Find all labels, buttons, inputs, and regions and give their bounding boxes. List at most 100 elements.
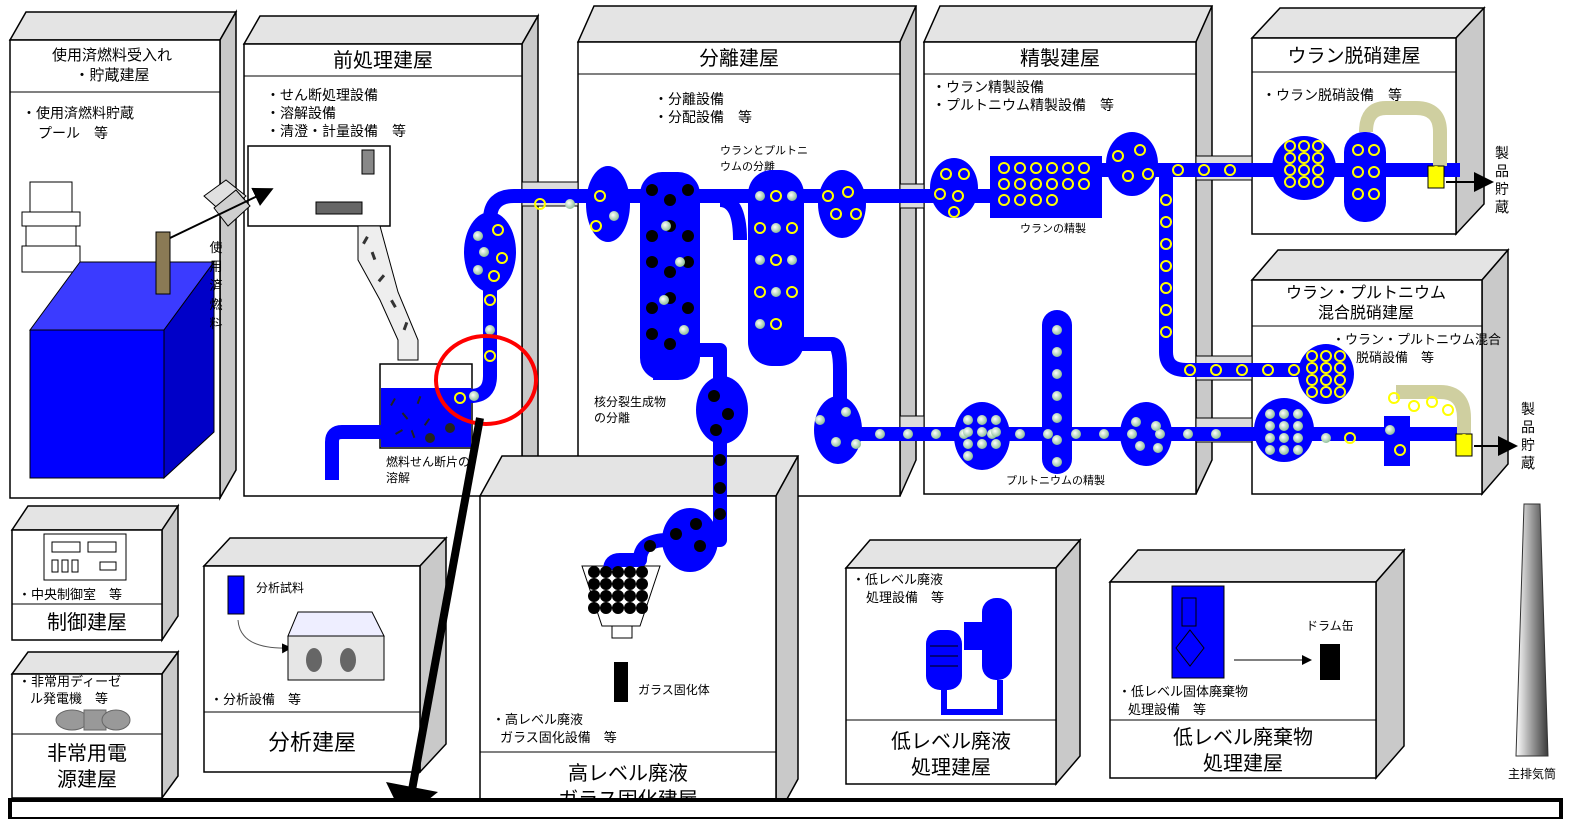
uranium-particle xyxy=(786,222,798,234)
glass-canister-label: ガラス固化体 xyxy=(638,683,710,697)
plutonium-particle xyxy=(831,437,841,447)
plutonium-particle xyxy=(1265,421,1275,431)
uranium-particle xyxy=(1122,170,1134,182)
uranium-particle xyxy=(770,190,782,202)
fission-product-particle xyxy=(612,602,624,614)
plutonium-particle xyxy=(1153,443,1163,453)
fission-product-particle xyxy=(646,328,658,340)
hlw-title-1: 高レベル廃液 xyxy=(568,761,688,785)
plutonium-particle xyxy=(1293,421,1303,431)
purification-equipment-1: ・ウラン精製設備 xyxy=(932,80,1044,96)
svg-text:製: 製 xyxy=(1495,146,1509,162)
storage-pool-icon xyxy=(29,231,215,480)
fission-product-particle xyxy=(624,566,636,578)
uranium-particle xyxy=(1306,350,1318,362)
llw-solid-equipment-2: 処理設備 等 xyxy=(1128,702,1206,718)
plutonium-particle xyxy=(815,415,825,425)
svg-text:用: 用 xyxy=(209,260,222,275)
uranium-purification-label: ウランの精製 xyxy=(1020,221,1086,235)
uranium-particle xyxy=(534,198,546,210)
fission-product-particle xyxy=(646,184,658,196)
fission-product-particle xyxy=(636,590,648,602)
uranium-particle xyxy=(1142,168,1154,180)
uranium-particle xyxy=(1298,164,1310,176)
plutonium-particle xyxy=(1052,413,1062,423)
fission-product-particle xyxy=(588,578,600,590)
uranium-particle xyxy=(1112,150,1124,162)
head-end-equipment-3: ・清澄・計量設備 等 xyxy=(266,123,406,140)
fission-product-particle xyxy=(664,266,676,278)
hlw-equipment-1: ・高レベル廃液 xyxy=(492,712,583,728)
uranium-particle xyxy=(1334,350,1346,362)
uranium-particle xyxy=(1046,194,1058,206)
drum-icon xyxy=(1320,644,1340,680)
uranium-particle xyxy=(770,318,782,330)
building-analysis: 分析試料 ・分析設備 等 分析建屋 xyxy=(202,536,448,774)
uranium-particle xyxy=(1298,140,1310,152)
svg-text:蔵: 蔵 xyxy=(1521,456,1535,472)
u-buffer-tank xyxy=(818,170,866,238)
plutonium-particle xyxy=(1293,445,1303,455)
plutonium-particle xyxy=(991,439,1001,449)
fission-product-particle xyxy=(636,566,648,578)
plutonium-particle xyxy=(1052,347,1062,357)
pu-buffer-tank xyxy=(814,396,862,464)
plutonium-particle xyxy=(1155,429,1165,439)
hlw-equipment-2: ガラス固化設備 等 xyxy=(500,730,617,746)
uranium-particle xyxy=(1298,152,1310,164)
compactor-icon xyxy=(1171,585,1225,679)
plutonium-particle xyxy=(1293,409,1303,419)
dissolution-label-1: 燃料せん断片の xyxy=(386,454,470,469)
glass-canister-icon xyxy=(614,662,628,702)
uranium-particle xyxy=(958,168,970,180)
u-denitration-oven xyxy=(1344,132,1386,222)
plutonium-particle xyxy=(875,429,885,439)
building-llw-solid: ドラム缶 ・低レベル固体廃棄物 処理設備 等 低レベル廃棄物 処理建屋 xyxy=(1108,548,1406,780)
uranium-particle xyxy=(1334,374,1346,386)
plutonium-particle xyxy=(1043,429,1053,439)
fission-product-particle xyxy=(694,540,706,552)
uranium-particle xyxy=(594,190,606,202)
uranium-particle xyxy=(1262,364,1274,376)
evaporator-icon xyxy=(926,598,1012,715)
uranium-particle xyxy=(1312,176,1324,188)
highlight-circle xyxy=(434,334,538,426)
uranium-particle xyxy=(1198,164,1210,176)
plutonium-particle xyxy=(1321,433,1331,443)
plutonium-particle xyxy=(1071,429,1081,439)
fission-product-particle xyxy=(646,256,658,268)
uranium-particle xyxy=(1320,374,1332,386)
plutonium-particle xyxy=(991,415,1001,425)
partition-label-1: ウランとプルトニ xyxy=(720,144,808,157)
uranium-particle xyxy=(1160,260,1172,272)
fission-product-particle xyxy=(600,602,612,614)
separation-vessel-1 xyxy=(586,166,630,242)
uranium-particle xyxy=(1236,364,1248,376)
plutonium-particle xyxy=(1052,369,1062,379)
uranium-particle xyxy=(1368,188,1380,200)
fission-product-particle xyxy=(682,230,694,242)
uranium-particle xyxy=(1210,364,1222,376)
head-end-equipment-1: ・せん断処理設備 xyxy=(266,88,378,104)
fuel-fragments xyxy=(362,236,409,331)
svg-text:品: 品 xyxy=(1521,420,1535,436)
shear-blade-icon xyxy=(361,149,375,175)
u-purif-tank-2 xyxy=(1106,132,1158,196)
uranium-particle xyxy=(1062,178,1074,190)
spent-fuel-arrow xyxy=(169,187,274,239)
analysis-sample-label: 分析試料 xyxy=(256,580,304,595)
analysis-sample-icon xyxy=(227,575,245,615)
uranium-particle xyxy=(1306,386,1318,398)
svg-text:貯: 貯 xyxy=(1495,182,1509,198)
plutonium-particle xyxy=(679,325,689,335)
purification-title: 精製建屋 xyxy=(1020,46,1100,70)
uranium-particle xyxy=(1394,444,1406,456)
plutonium-particle xyxy=(1385,425,1395,435)
building-receiving-storage: 使用済燃料受入れ ・貯蔵建屋 ・使用済燃料貯蔵 プール 等 xyxy=(8,9,238,501)
plutonium-particle xyxy=(675,257,685,267)
glovebox-icon xyxy=(287,611,385,681)
hopper-chute xyxy=(357,225,419,361)
uranium-particle xyxy=(1172,164,1184,176)
fission-product-particle xyxy=(646,230,658,242)
detail-panel xyxy=(8,798,1563,819)
